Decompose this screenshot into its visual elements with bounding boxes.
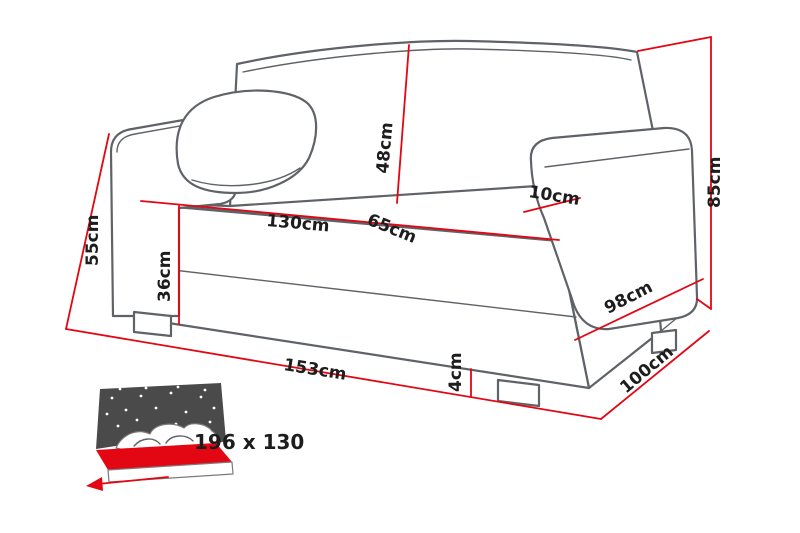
sofa-right-armrest bbox=[529, 126, 699, 331]
star-dots bbox=[105, 385, 216, 444]
dimension-line-backrest-height bbox=[396, 44, 410, 204]
dimension-line-seat-width-depth bbox=[140, 200, 560, 241]
overall-height-label: 85cm bbox=[705, 157, 725, 208]
sofa-foot-front-left bbox=[132, 310, 173, 338]
dimension-line-overall-width bbox=[65, 328, 602, 420]
bed-blanket-folds bbox=[133, 435, 194, 447]
sofa-backrest-piping bbox=[242, 48, 632, 73]
leg-height-label: 4cm bbox=[446, 352, 466, 392]
dimension-line-armrest-width bbox=[523, 197, 581, 213]
sofa-front-seam bbox=[138, 265, 577, 318]
sofa-foot-back-right bbox=[650, 328, 678, 355]
sleeping-area-label: 196 x 130 bbox=[194, 430, 304, 454]
sofa-pillow-fold bbox=[191, 167, 301, 187]
backrest-height-label: 48cm bbox=[373, 121, 397, 174]
arrow-left-icon bbox=[97, 476, 169, 485]
bed-mattress bbox=[96, 443, 232, 470]
sofa-foot-front-right bbox=[496, 378, 541, 408]
armrest-height-label: 55cm bbox=[83, 215, 103, 266]
sofabed-icon bbox=[86, 383, 234, 491]
sofa-pillow bbox=[175, 89, 318, 195]
seat-height-label: 36cm bbox=[155, 251, 175, 302]
dimension-lines bbox=[65, 36, 712, 420]
overall-width-label: 153cm bbox=[282, 355, 348, 385]
arrow-left-head bbox=[86, 477, 103, 491]
sofa-left-armrest-piping bbox=[116, 120, 209, 153]
dimension-line-armrest-height bbox=[65, 133, 110, 330]
dimension-connector-top bbox=[637, 36, 712, 52]
dimension-connector-bottom bbox=[696, 298, 712, 310]
dimension-line-base-depth bbox=[574, 278, 704, 341]
sofa-right-armrest-top-edge bbox=[544, 148, 690, 168]
bed-frame bbox=[107, 461, 234, 483]
dimension-line-overall-depth bbox=[600, 330, 710, 420]
sofa-illustration bbox=[109, 39, 699, 408]
